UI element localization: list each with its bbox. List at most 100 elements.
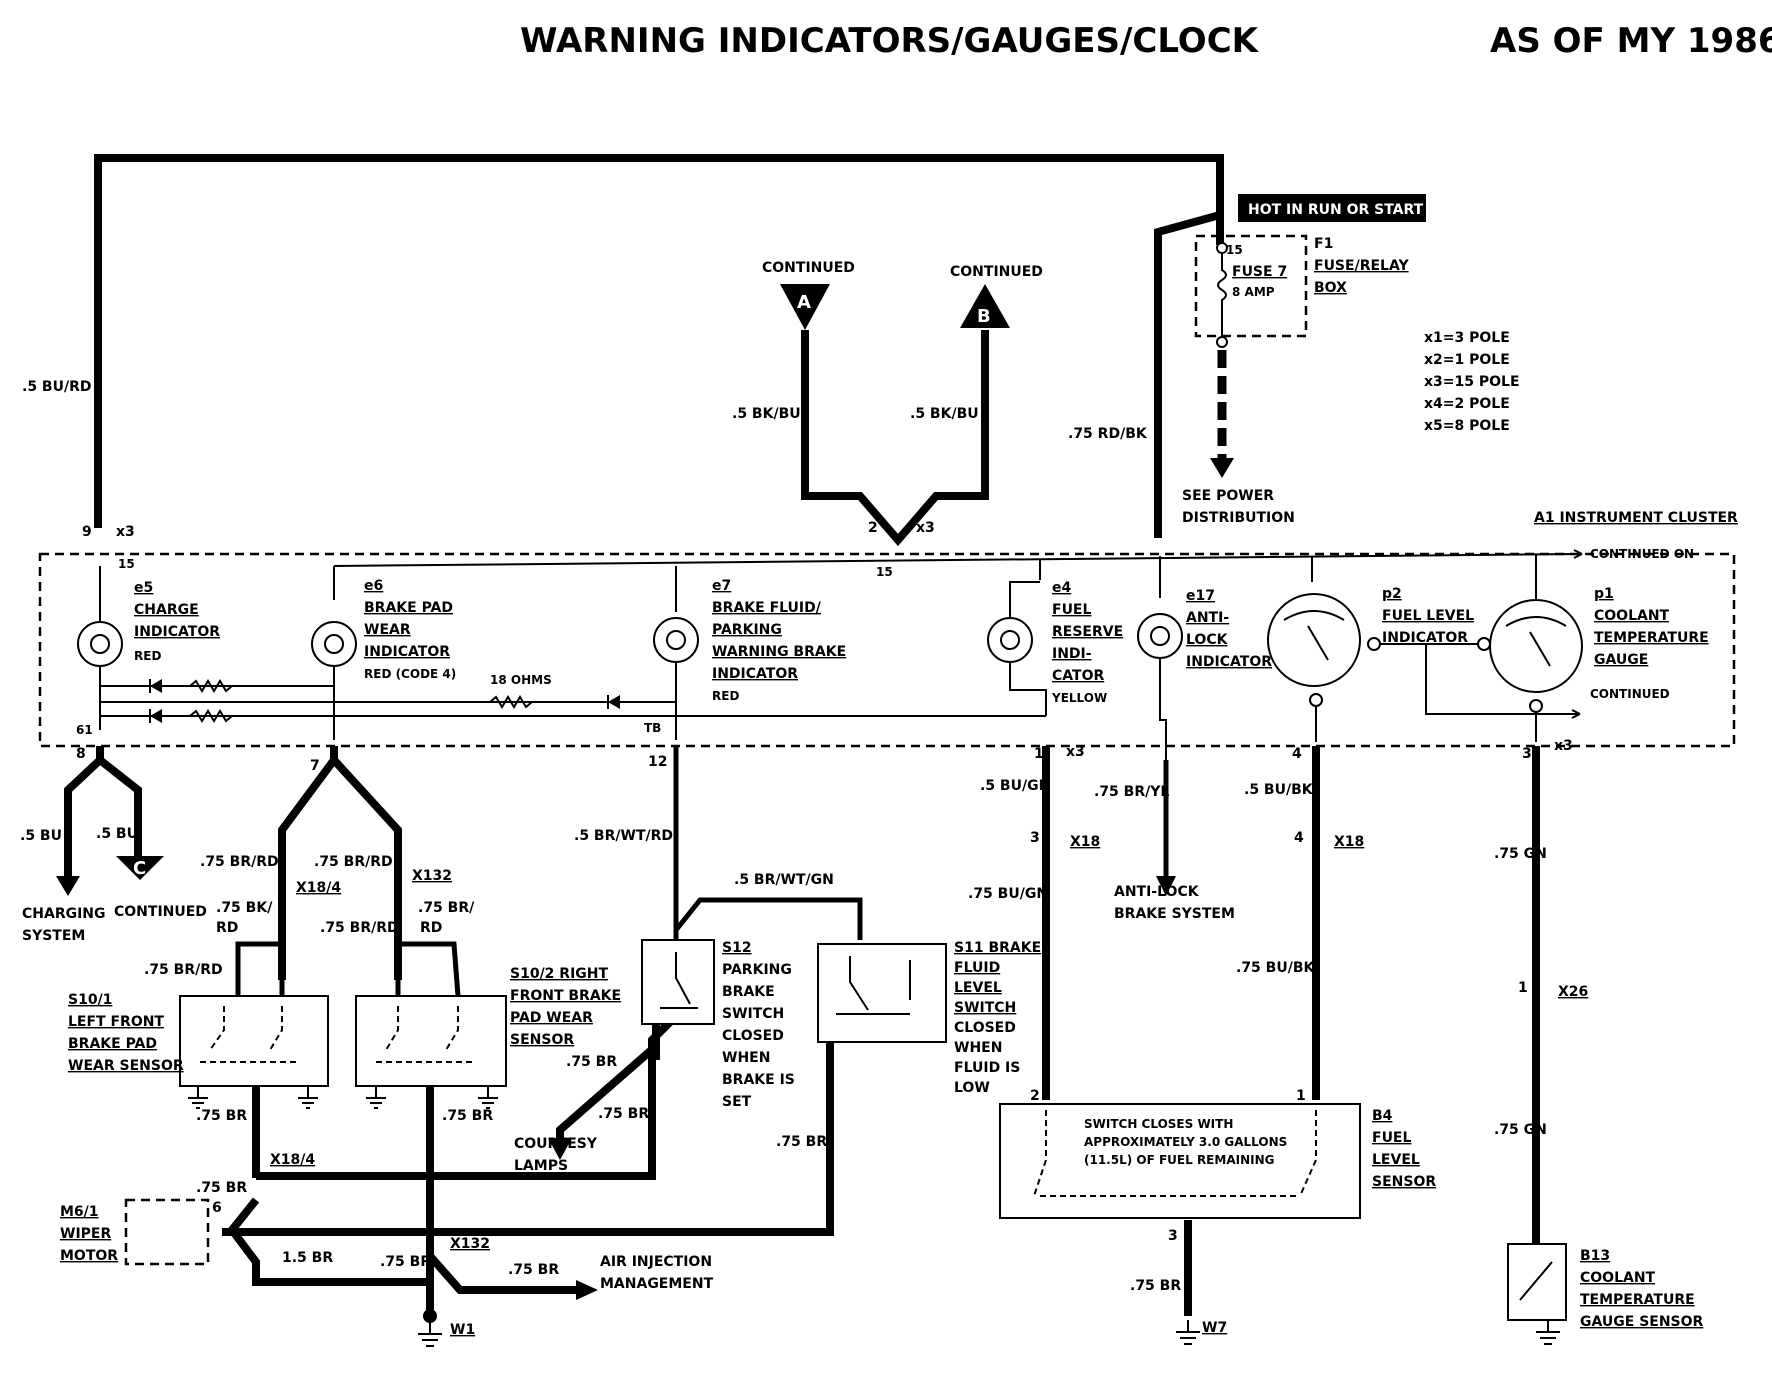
- s12-label-8: SET: [722, 1094, 752, 1110]
- brake-warning-wires: [673, 746, 863, 940]
- b13-sensor-element: [1519, 1261, 1553, 1301]
- wire-label-br-s12: .75 BR: [566, 1054, 617, 1070]
- s12-switch-contact: [660, 952, 698, 1009]
- connector-x18-4-b: X18/4: [270, 1152, 315, 1168]
- wire-label-br-w7: .75 BR: [1130, 1278, 1181, 1294]
- continued-c-icon: [116, 856, 164, 880]
- s10-2-sensor-box: [355, 995, 507, 1087]
- wire-label-br-wt-gn: .5 BR/WT/GN: [734, 872, 834, 888]
- gauge-fuel-level: [1267, 593, 1580, 742]
- fuse-terminal-bottom: [1216, 336, 1228, 348]
- wire-label-br-wiper: .75 BR: [196, 1180, 247, 1196]
- air-label-1: AIR INJECTION: [600, 1254, 712, 1270]
- pin-4a: 4: [1294, 830, 1304, 846]
- s11-label-2: FLUID: [954, 960, 1000, 976]
- wire-label-rd-bk: .75 RD/BK: [1068, 426, 1148, 442]
- e5-color: RED: [134, 649, 161, 663]
- abs-label-1: ANTI-LOCK: [1114, 884, 1200, 900]
- pin-3: 3: [1522, 746, 1532, 762]
- s12-label-3: BRAKE: [722, 984, 775, 1000]
- b13-sensor-box: [1507, 1243, 1567, 1321]
- s11-label-6: WHEN: [954, 1040, 1002, 1056]
- abs-label-2: BRAKE SYSTEM: [1114, 906, 1235, 922]
- b4-switch-contacts: [1033, 1110, 1317, 1197]
- e4-id: e4: [1052, 580, 1071, 596]
- e6-label-2: WEAR: [364, 622, 411, 638]
- e7-label-3: WARNING BRAKE: [712, 644, 846, 660]
- pin-2b: 2: [1030, 1088, 1040, 1104]
- e17-label-2: LOCK: [1186, 632, 1229, 648]
- cluster-bus-drops: [333, 554, 1537, 612]
- s12-label-4: SWITCH: [722, 1006, 784, 1022]
- wire-label-bk-rd-a: .75 BK/: [216, 900, 273, 916]
- pin-1: 1: [1034, 746, 1044, 762]
- cluster-continued-lower: CONTINUED: [1590, 687, 1670, 701]
- pin-x3-c: x3: [1066, 744, 1085, 760]
- e4-label-2: RESERVE: [1052, 624, 1123, 640]
- wire-label-bk-bu-a: .5 BK/BU: [732, 406, 801, 422]
- f1-name-2: BOX: [1314, 280, 1347, 296]
- s10-2-label-4: SENSOR: [510, 1032, 574, 1048]
- wire-label-bu-rd: .5 BU/RD: [22, 379, 92, 395]
- e7-label-2: PARKING: [712, 622, 782, 638]
- e6-color: RED (CODE 4): [364, 667, 456, 681]
- wire-label-br-rd-5a: .75 BR/: [418, 900, 475, 916]
- e7-color: RED: [712, 689, 739, 703]
- b4-fuel-sensor-box: [999, 1103, 1361, 1219]
- pin-1b: 1: [1296, 1088, 1306, 1104]
- fuse-element: [1217, 250, 1227, 340]
- continued-ab-wires: [801, 330, 989, 547]
- m6-1-label-3: MOTOR: [60, 1248, 118, 1264]
- pin-x3-a: x3: [116, 524, 135, 540]
- b4-label-3: LEVEL: [1372, 1152, 1420, 1168]
- b13-label-3: TEMPERATURE: [1580, 1292, 1695, 1308]
- pin-8: 8: [76, 746, 86, 762]
- wire-label-bu-left: .5 BU: [20, 828, 62, 844]
- wire-label-gn-1: .75 GN: [1494, 846, 1547, 862]
- s12-label-1: S12: [722, 940, 752, 956]
- s10-2-label-2: FRONT BRAKE: [510, 988, 621, 1004]
- connector-x132-b: X132: [450, 1236, 490, 1252]
- f1-name-1: FUSE/RELAY: [1314, 258, 1409, 274]
- wire-label-br-15: 1.5 BR: [282, 1250, 333, 1266]
- ground-icons: [188, 1086, 498, 1109]
- wire-label-br-rd-5b: RD: [420, 920, 442, 936]
- continued-a-label: CONTINUED: [762, 260, 855, 276]
- model-year-label: AS OF MY 1986: [1490, 21, 1772, 61]
- e7-label-4: INDICATOR: [712, 666, 798, 682]
- continued-a-icon: [780, 284, 830, 330]
- e6-label-3: INDICATOR: [364, 644, 450, 660]
- lamp-e4: [987, 581, 1047, 716]
- pin-61: 61: [76, 723, 93, 737]
- continued-c-label: CONTINUED: [114, 904, 207, 920]
- charging-wires: [64, 746, 142, 880]
- s11-label-4: SWITCH: [954, 1000, 1016, 1016]
- e7-label-1: BRAKE FLUID/: [712, 600, 822, 616]
- pin-15-b: 15: [876, 565, 893, 579]
- wire-label-br-rd-4: .75 BR/RD: [320, 920, 399, 936]
- s12-label-6: WHEN: [722, 1050, 770, 1066]
- wire-label-br-s10-1: .75 BR: [196, 1108, 247, 1124]
- pin-12: 12: [648, 754, 667, 770]
- sensor-branch-wires: [235, 941, 461, 997]
- s11-switch-box: [817, 943, 947, 1043]
- s11-label-3: LEVEL: [954, 980, 1002, 996]
- ground-w1-node: [423, 1309, 437, 1323]
- s10-1-label-3: BRAKE PAD: [68, 1036, 157, 1052]
- wire-label-bk-bu-b: .5 BK/BU: [910, 406, 979, 422]
- p2-id: p2: [1382, 586, 1402, 602]
- m6-1-label-1: M6/1: [60, 1204, 99, 1220]
- wire-label-br-s10-2: .75 BR: [442, 1108, 493, 1124]
- power-arrow-icon: [1210, 458, 1234, 478]
- pin-4: 4: [1292, 746, 1302, 762]
- brake-pad-wires: [278, 746, 402, 980]
- air-label-2: MANAGEMENT: [600, 1276, 714, 1292]
- diode-resistor-network: [100, 679, 1046, 723]
- wire-label-bu-gn-2: .75 BU/GN: [968, 886, 1048, 902]
- wire-label-br-rd-3: .75 BR/RD: [144, 962, 223, 978]
- pin-3b: 3: [1168, 1228, 1178, 1244]
- charging-label-2: SYSTEM: [22, 928, 85, 944]
- p1-id: p1: [1594, 586, 1614, 602]
- s10-1-label-2: LEFT FRONT: [68, 1014, 164, 1030]
